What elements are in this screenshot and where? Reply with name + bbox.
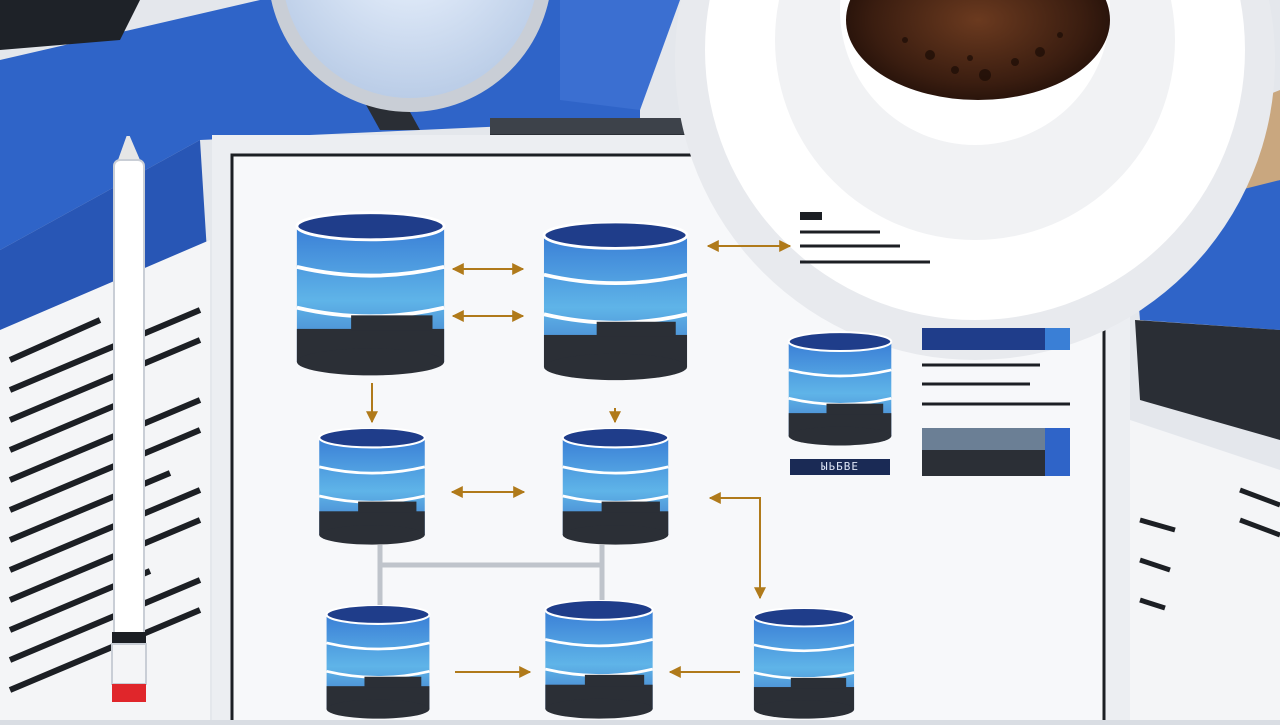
- database-icon: [294, 210, 447, 378]
- database-icon: [317, 428, 427, 546]
- legend-panel: [922, 328, 1070, 476]
- gray-connector: [377, 545, 605, 605]
- connectors: [366, 240, 792, 678]
- diagram-caption: ЫЬБВЕ: [790, 459, 890, 475]
- coffee-cup-icon: [675, 0, 1275, 360]
- database-icon: [787, 330, 893, 448]
- background-document-right: [1130, 420, 1280, 720]
- database-icon: [544, 222, 687, 380]
- database-icon: [563, 428, 669, 545]
- legend-lines: [800, 212, 930, 264]
- magnifier-icon: [271, 0, 549, 130]
- database-icon: [324, 605, 432, 720]
- database-icon: [543, 600, 655, 720]
- database-icon: [752, 608, 856, 720]
- pencil-icon: [111, 126, 147, 702]
